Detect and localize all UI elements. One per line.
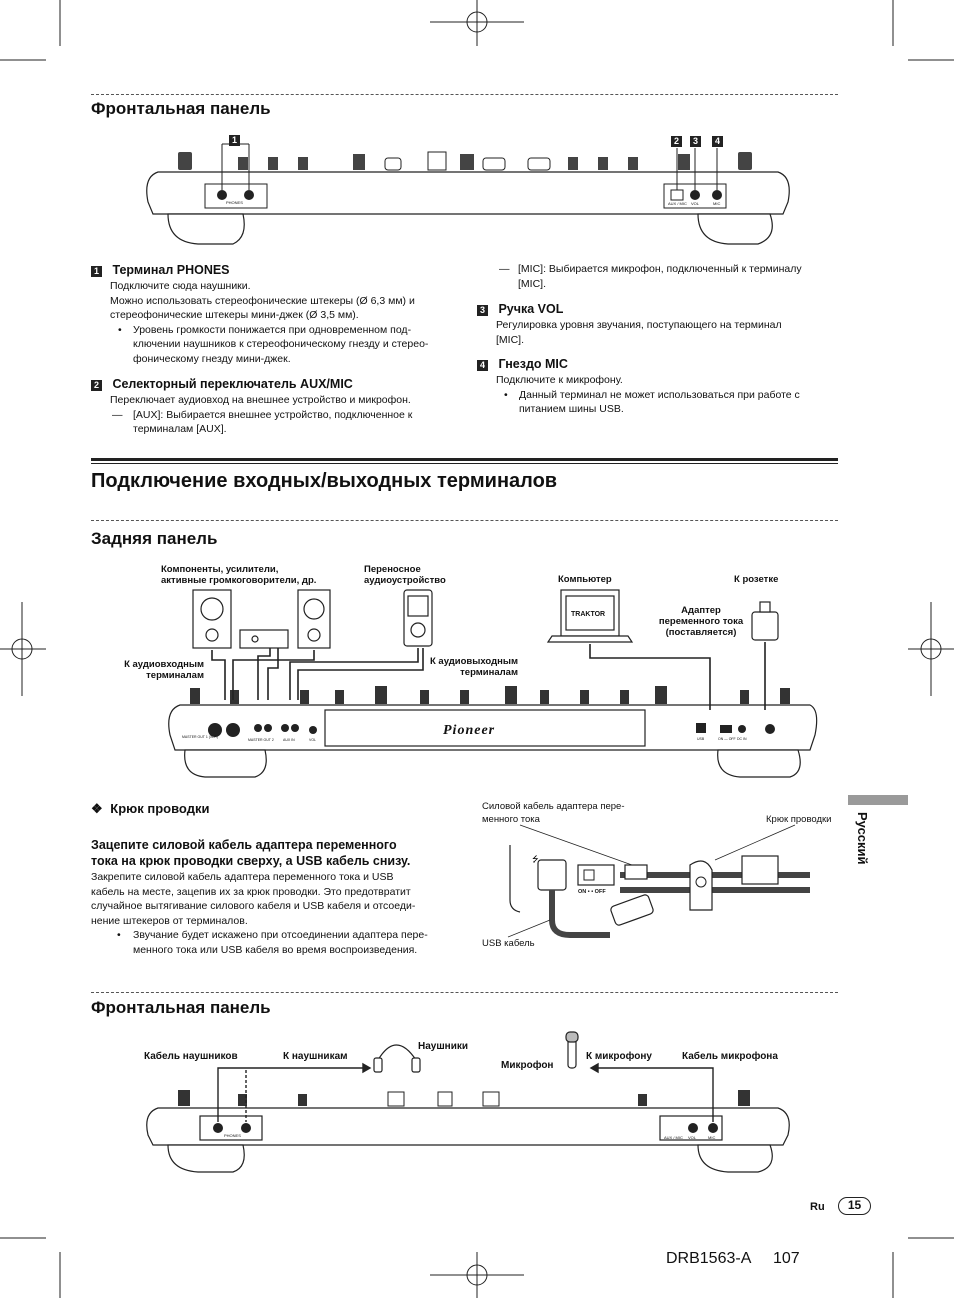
hook-heading: Зацепите силовой кабель адаптера перемен… [91, 838, 411, 868]
item-num: 3 [477, 305, 488, 316]
vol-panel-label-2: VOL [688, 1135, 697, 1140]
phones-panel-label: PHONES [226, 200, 243, 205]
diamond-icon: ❖ [91, 801, 103, 816]
usb-cable-label: USB кабель [482, 938, 535, 949]
callout-4: 4 [712, 136, 723, 147]
hook-title: ❖ Крюк проводки [91, 801, 209, 817]
language-tab: Русский [855, 812, 870, 865]
bullet-line: Уровень громкости понижается при одновре… [133, 323, 412, 336]
section-divider [91, 992, 838, 993]
front-panel-illustration [146, 143, 790, 245]
footer-lang: Ru [810, 1201, 825, 1213]
front-panel-diagram: 1 2 3 4 PHONES AUX / MIC VOL MIC [138, 132, 798, 252]
aux-mic-panel-label-2: AUX / MIC [664, 1135, 683, 1140]
usb-icon: ⭍ [532, 855, 539, 864]
rear-port-label: USB [697, 737, 705, 741]
bullet-line: питанием шины USB. [519, 403, 624, 415]
item-num: 4 [477, 360, 488, 371]
headphones-label: Наушники [418, 1041, 469, 1052]
item-title: Селекторный переключатель AUX/MIC [112, 377, 353, 391]
mic-panel-label-2: MIC [708, 1135, 716, 1140]
rear-port-label: DC IN [737, 737, 747, 741]
bullet-line: фоническому гнезду мини-джек. [133, 352, 291, 365]
doc-page: 107 [773, 1250, 800, 1267]
language-tab-bar [848, 795, 908, 805]
rear-panel-illustration [168, 589, 818, 778]
title-rule [91, 458, 838, 461]
mic-panel-label: MIC [713, 201, 721, 206]
hook-power-cable-label: Силовой кабель адаптера пере-менного ток… [482, 801, 625, 825]
text-line: Подключите к микрофону. [496, 374, 623, 386]
section-title-front-panel: Фронтальная панель [91, 99, 271, 118]
text-line: Можно использовать стереофонические штек… [110, 294, 415, 307]
text-line: Переключает аудиовход на внешнее устройс… [110, 394, 411, 406]
item-vol: 3 Ручка VOL Регулировка уровня звучания,… [477, 300, 842, 347]
to-headphones-label: К наушникам [283, 1051, 348, 1062]
callout-2: 2 [671, 136, 682, 147]
dash-line: [MIC]. [518, 277, 546, 290]
mic-cable-label: Кабель микрофона [682, 1051, 778, 1062]
aux-mic-panel-label: AUX / MIC [668, 201, 687, 206]
pioneer-logo: Pioneer [443, 723, 496, 738]
hook-illustration: ⭍ [507, 824, 810, 938]
hook-title-text: Крюк проводки [110, 801, 210, 816]
outlet-label: К розетке [734, 574, 779, 585]
item-phones: 1 Терминал PHONES Подключите сюда наушни… [91, 261, 451, 366]
hook-switch-label: ON • • OFF [578, 889, 606, 895]
text-line: Подключите сюда наушники. [110, 280, 251, 292]
rear-port-label: VOL [309, 738, 317, 742]
bullet-line: Данный терминал не может использоваться … [519, 388, 800, 401]
mic-option: — [MIC]: Выбирается микрофон, подключенн… [497, 262, 842, 291]
hook-body: Закрепите силовой кабель адаптера переме… [91, 871, 428, 956]
rear-port-label: AUX IN [283, 738, 295, 742]
callout-1: 1 [229, 135, 240, 146]
item-title: Ручка VOL [498, 302, 564, 316]
item-title: Терминал PHONES [112, 263, 230, 277]
microphone-label: Микрофон [501, 1060, 554, 1071]
rear-port-label: MASTER OUT 2 [248, 738, 274, 742]
callout-3: 3 [690, 136, 701, 147]
title-rule-thin [91, 463, 838, 464]
front-panel-2-diagram: PHONES AUX / MIC VOL MIC [138, 1030, 798, 1180]
page-number: 15 [838, 1197, 871, 1215]
item-num: 1 [91, 266, 102, 277]
item-num: 2 [91, 380, 102, 391]
dash-line: [MIC]: Выбирается микрофон, подключенный… [518, 263, 802, 275]
section-divider [91, 520, 838, 521]
vol-panel-label: VOL [691, 201, 700, 206]
computer-label: Компьютер [558, 574, 612, 585]
rear-port-label: ON — OFF [718, 737, 736, 741]
headphone-cable-label: Кабель наушников [144, 1051, 238, 1062]
front-panel-2-illustration [146, 1031, 790, 1173]
hook-diagram: ⭍ Силовой кабель адаптера пере-менного т… [480, 800, 840, 950]
phones-panel-label-2: PHONES [224, 1133, 241, 1138]
dash-line: терминалам [AUX]. [133, 423, 227, 435]
dash-line: [AUX]: Выбирается внешнее устройство, по… [133, 408, 413, 421]
hook-label: Крюк проводки [766, 814, 832, 825]
to-mic-label: К микрофону [586, 1051, 652, 1062]
traktor-screen-label: TRAKTOR [571, 611, 606, 618]
bullet-line: ключении наушников к стереофоническому г… [133, 338, 429, 350]
components-label: Компоненты, усилители,активные громкогов… [161, 564, 317, 586]
item-aux-mic: 2 Селекторный переключатель AUX/MIC Пере… [91, 375, 451, 437]
page-title: Подключение входных/выходных терминалов [91, 470, 558, 492]
rear-panel-diagram: TRAKTOR Pioneer MASTER OUT 1 (XLR) MASTE… [120, 560, 820, 785]
item-title: Гнездо MIC [498, 357, 568, 371]
rear-port-label: MASTER OUT 1 (XLR) [182, 735, 218, 739]
item-mic-jack: 4 Гнездо MIC Подключите к микрофону. • Д… [477, 355, 842, 417]
doc-code: DRB1563-A [666, 1250, 752, 1267]
section-title-rear-panel: Задняя панель [91, 529, 218, 548]
text-line: [MIC]. [496, 333, 524, 346]
section-divider [91, 94, 838, 95]
text-line: стереофонические штекеры мини-джек (Ø 3,… [110, 309, 359, 321]
section-title-front-panel-2: Фронтальная панель [91, 998, 271, 1017]
text-line: Регулировка уровня звучания, поступающег… [496, 319, 782, 331]
